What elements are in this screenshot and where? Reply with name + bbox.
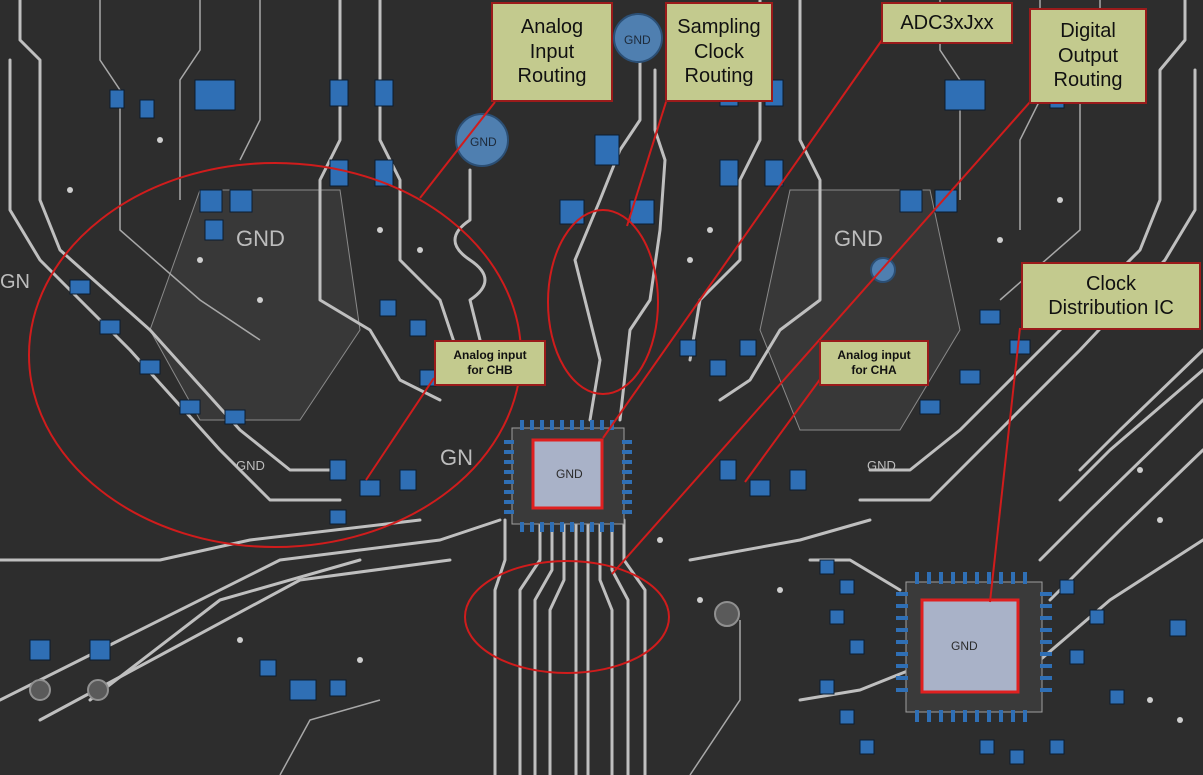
clock-ic-thermal-pad [920,598,1020,694]
gnd-label-clock-ic: GND [951,639,978,653]
small-vias [67,137,1183,723]
clock-distribution-chip [896,572,1052,722]
gnd-label-partial-center: GN [440,445,473,470]
leader-lines [365,39,1031,603]
adc-thermal-pad [531,438,604,510]
sampling-clock-highlight [547,209,659,395]
gnd-label-cha: GND [867,458,896,473]
gnd-label-via-1: GND [470,135,497,149]
callout-analog-input-routing: Analog Input Routing [491,2,613,102]
adc-chip [504,420,632,532]
gnd-label-right: GND [834,226,883,251]
gnd-label-adc: GND [556,467,583,481]
callout-sampling-clock-routing: Sampling Clock Routing [665,2,773,102]
gnd-label-via-2: GND [624,33,651,47]
component-pads [29,79,1187,765]
callout-analog-input-chb: Analog input for CHB [434,340,546,386]
digital-output-highlight [464,560,670,674]
gnd-labels: GND GND GND GND GND GND GND GND GN GN [0,33,978,653]
callout-adc: ADC3xJxx [881,2,1013,44]
callout-analog-input-cha: Analog input for CHA [819,340,929,386]
gnd-label-partial-left: GN [0,271,30,293]
callout-clock-distribution-ic: Clock Distribution IC [1021,262,1201,330]
ground-pours [149,189,961,431]
gnd-label-chb: GND [236,458,265,473]
gnd-label-left: GND [236,226,285,251]
callout-digital-output-routing: Digital Output Routing [1029,8,1147,104]
